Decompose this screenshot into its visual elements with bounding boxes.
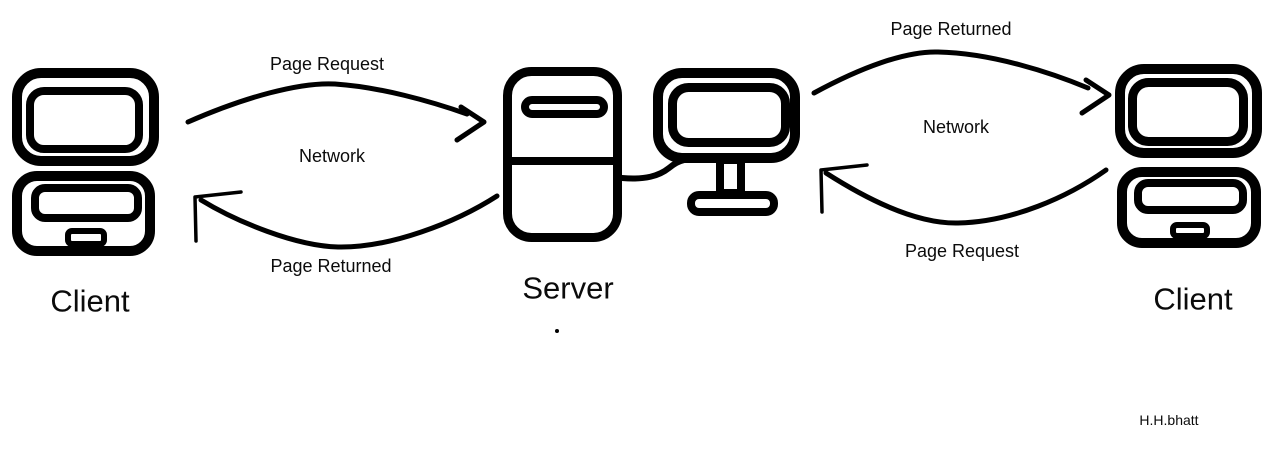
server-monitor-icon (653, 68, 800, 216)
right-client-icon (1115, 64, 1262, 248)
right-client-keyboard-panel (1134, 179, 1247, 214)
right-page-returned-label: Page Returned (890, 19, 1011, 39)
right-returned-arrowhead-icon (1079, 77, 1112, 116)
right-request-arrow-shaft (823, 167, 1109, 226)
left-returned-arrow (193, 190, 500, 250)
right-request-arrowhead-icon (819, 163, 869, 214)
monitor-stand (716, 156, 745, 197)
right-page-request-label: Page Request (905, 241, 1019, 261)
left-returned-arrow-shaft (198, 193, 500, 250)
server-tower-icon (503, 67, 687, 242)
left-client-keyboard-panel (31, 184, 142, 222)
left-request-arrow-shaft (185, 81, 470, 125)
author-signature: H.H.bhatt (1139, 412, 1198, 428)
left-client-icon (12, 68, 159, 256)
left-network-label: Network (299, 146, 366, 166)
server-monitor-cable (619, 157, 687, 182)
right-client-label: Client (1153, 282, 1233, 317)
right-returned-arrow (811, 49, 1112, 116)
server-label: Server (522, 271, 613, 306)
left-request-arrow (185, 81, 487, 143)
right-returned-arrow-shaft (811, 49, 1091, 96)
left-request-arrowhead-icon (454, 104, 487, 143)
right-client-base-outline (1117, 167, 1261, 248)
left-client-screen-inner (26, 87, 143, 153)
left-client-label: Client (50, 284, 130, 319)
right-client-screen-outline (1115, 64, 1262, 158)
left-client-touchpad-button (65, 228, 107, 247)
left-client-screen-outline (12, 68, 159, 166)
server-drive-slot (521, 96, 608, 118)
left-client-base-outline (12, 171, 155, 256)
monitor-screen (668, 83, 790, 147)
monitor-base (687, 191, 778, 216)
left-returned-arrowhead-icon (193, 190, 243, 243)
right-network-label: Network (923, 117, 990, 137)
stray-dot (555, 329, 559, 333)
right-client-touchpad-button (1170, 222, 1210, 239)
left-page-returned-label: Page Returned (270, 256, 391, 276)
right-client-screen-inner (1128, 78, 1248, 146)
left-page-request-label: Page Request (270, 54, 384, 74)
right-request-arrow (819, 163, 1109, 226)
server-tower-outline (503, 67, 622, 242)
